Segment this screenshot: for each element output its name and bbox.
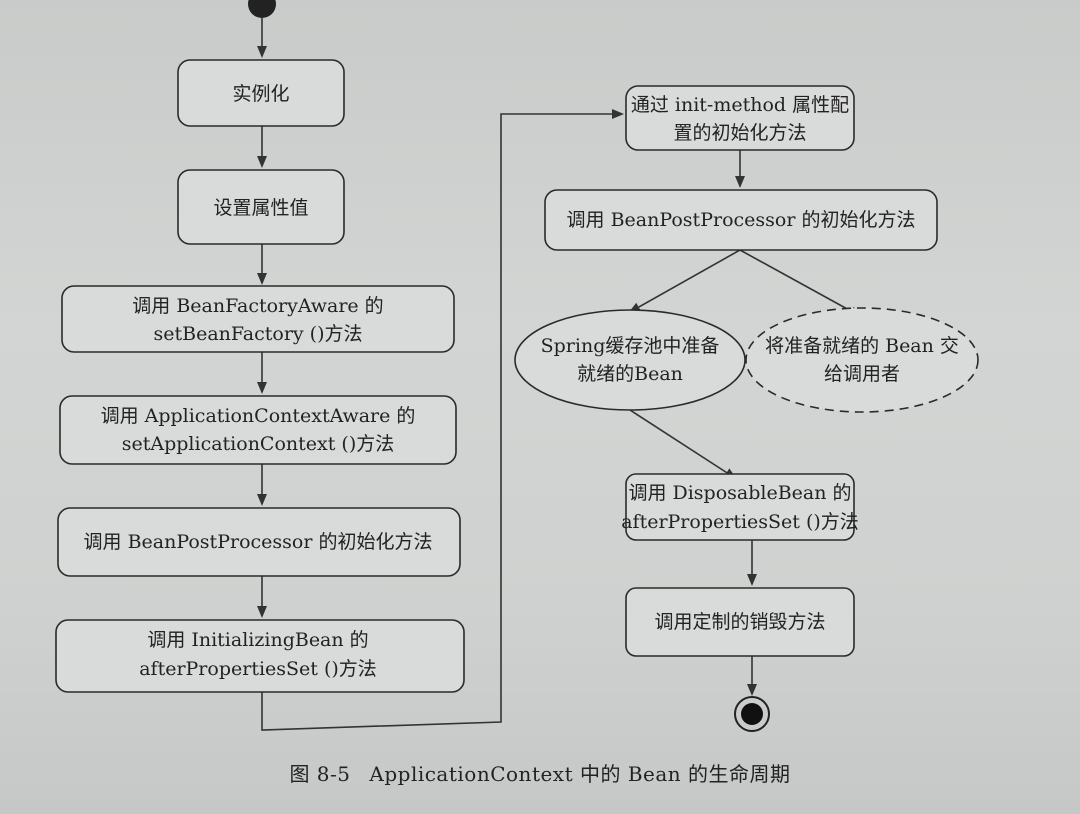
node-spring-cache (514, 309, 746, 411)
node-instantiate (177, 59, 345, 127)
node-app-context-aware-line1: 调用 ApplicationContextAware 的 (101, 405, 416, 427)
start-node (248, 0, 276, 18)
node-app-context-aware (59, 395, 457, 465)
node-disposable-bean-line1: 调用 DisposableBean 的 (628, 482, 851, 504)
node-spring-cache-line2: 就绪的Bean (577, 363, 683, 385)
node-app-context-aware-line2: setApplicationContext ()方法 (122, 433, 395, 455)
node-post-processor-left (57, 507, 461, 577)
node-initializing-bean-line1: 调用 InitializingBean 的 (147, 629, 368, 651)
node-post-processor-right-label: 调用 BeanPostProcessor 的初始化方法 (567, 209, 916, 231)
node-bean-factory-aware-line1: 调用 BeanFactoryAware 的 (132, 295, 383, 317)
node-initializing-bean-line2: afterPropertiesSet ()方法 (139, 658, 377, 680)
node-disposable-bean (625, 473, 855, 541)
node-give-to-caller (745, 307, 979, 413)
node-init-method-line1: 通过 init-method 属性配 (631, 94, 849, 116)
edges (257, 18, 862, 731)
node-give-to-caller-line2: 给调用者 (824, 363, 900, 385)
node-give-to-caller-line1: 将准备就绪的 Bean 交 (765, 335, 959, 357)
node-instantiate-label: 实例化 (232, 83, 289, 105)
edge-spring-cache-disposable-bean (629, 409, 737, 480)
node-bean-factory-aware-line2: setBeanFactory ()方法 (153, 323, 362, 345)
edge-post-processor-right-spring-cache (628, 249, 741, 313)
figure-caption: 图 8-5 ApplicationContext 中的 Bean 的生命周期 (0, 758, 1080, 787)
edge-post-processor-right-give-to-caller (739, 249, 862, 317)
figure-title: ApplicationContext 中的 Bean 的生命周期 (369, 762, 791, 786)
node-custom-destroy-label: 调用定制的销毁方法 (654, 611, 825, 633)
node-spring-cache-line1: Spring缓存池中准备 (541, 335, 720, 357)
edge-initializing-bean-init-method (261, 109, 624, 731)
node-custom-destroy (625, 587, 855, 657)
node-set-properties-label: 设置属性值 (213, 197, 308, 219)
node-init-method (625, 85, 855, 151)
node-post-processor-left-label: 调用 BeanPostProcessor 的初始化方法 (84, 531, 433, 553)
node-post-processor-right (544, 189, 938, 251)
node-set-properties (177, 169, 345, 245)
node-disposable-bean-line2: afterPropertiesSet ()方法 (621, 511, 859, 533)
end-node (734, 696, 770, 732)
node-init-method-line2: 置的初始化方法 (673, 122, 806, 144)
node-bean-factory-aware (61, 285, 455, 353)
node-initializing-bean (55, 619, 465, 693)
figure-number: 图 8-5 (289, 762, 351, 786)
